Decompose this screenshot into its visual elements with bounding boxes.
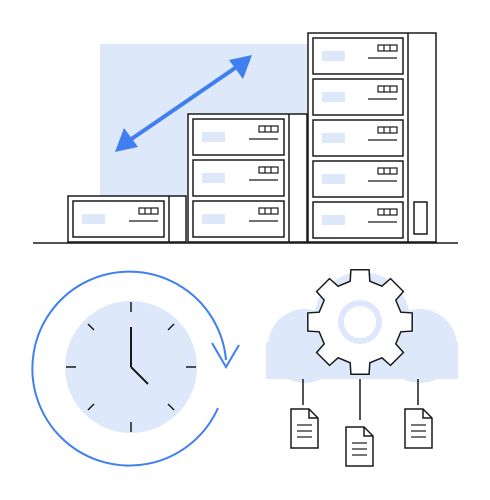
- document-icon: [404, 408, 433, 449]
- server-rack-small: [67, 195, 187, 243]
- server-rack-medium: [187, 113, 308, 243]
- document-icon: [290, 408, 319, 449]
- server-unit: [192, 200, 285, 238]
- document-icon: [345, 426, 374, 467]
- server-unit: [312, 37, 404, 75]
- server-unit: [192, 118, 285, 156]
- power-slot: [413, 201, 428, 235]
- clock-minute-hand: [130, 366, 149, 385]
- refresh-arrowhead: [211, 342, 240, 369]
- refresh-arrow-icon: [31, 270, 227, 467]
- server-unit: [192, 159, 285, 197]
- server-unit: [312, 78, 404, 116]
- server-unit: [312, 160, 404, 198]
- clock-icon: [65, 301, 197, 433]
- cloud-processing-group: [266, 269, 458, 467]
- gear-icon: [307, 269, 413, 375]
- server-unit: [312, 119, 404, 157]
- server-unit: [312, 201, 404, 239]
- scale-arrow-icon: [115, 55, 252, 152]
- server-rack-tall: [307, 32, 437, 243]
- server-scaling-group: [33, 32, 458, 244]
- clock-group: [31, 270, 240, 467]
